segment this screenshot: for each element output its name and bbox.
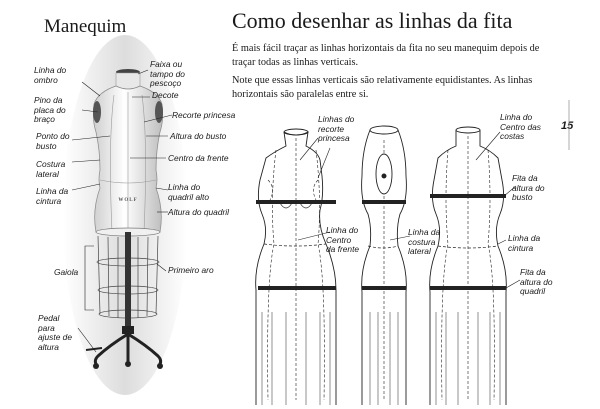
- label-diagram-centro-frente: Linha do Centro da frente: [326, 225, 360, 254]
- page-number: 15: [561, 120, 574, 132]
- label-ponto-busto: Ponto do busto: [36, 131, 70, 151]
- mannequin-photo: WOLF: [63, 35, 187, 395]
- label-gaiola: Gaiola: [54, 267, 79, 277]
- label-diagram-altura-quadril: Fita da altura do quadril: [520, 267, 553, 296]
- label-linha-ombro: Linha do ombro: [34, 65, 72, 85]
- label-altura-busto: Altura do busto: [170, 131, 227, 141]
- label-centro-frente: Centro da frente: [168, 153, 229, 163]
- label-diagram-recorte-princesa: Linhas do recorte princesa: [318, 114, 355, 143]
- label-faixa-pescoco: Faixa ou tampo do pescoço: [150, 59, 185, 88]
- label-diagram-costura-lateral: Linha da costura lateral: [408, 227, 441, 256]
- label-diagram-centro-costas: Linha do Centro das costas: [500, 112, 541, 141]
- label-costura-lateral: Costura lateral: [36, 159, 66, 179]
- diagram-leader-lines: [297, 131, 521, 289]
- photo-leader-lines: [71, 69, 173, 353]
- label-linha-ombro-text: Linha do ombro: [34, 65, 67, 85]
- paragraph-1: É mais fácil traçar as linhas horizontai…: [232, 43, 540, 68]
- dressform-side: [361, 125, 407, 405]
- label-pedal: Pedal para ajuste de altura: [38, 313, 72, 352]
- right-title: Como desenhar as linhas da fita: [232, 8, 513, 33]
- dressform-back: [429, 126, 507, 405]
- label-pino-braco: Pino da placa do braço: [34, 95, 66, 124]
- left-title: Manequim: [44, 16, 127, 37]
- dressform-front: [255, 128, 337, 405]
- label-decote: Decote: [152, 90, 179, 100]
- form-brand: WOLF: [118, 198, 137, 203]
- label-linha-cintura: Linha da cintura: [36, 186, 69, 206]
- label-diagram-cintura: Linha da cintura: [508, 233, 541, 253]
- label-primeiro-aro: Primeiro aro: [168, 265, 214, 275]
- label-altura-quadril: Altura do quadril: [168, 207, 229, 217]
- label-quadril-alto: Linha do quadril alto: [168, 182, 209, 202]
- label-diagram-altura-busto: Fita da altura do busto: [512, 173, 545, 202]
- label-recorte-princesa: Recorte princesa: [172, 110, 236, 120]
- paragraph-2: Note que essas linhas verticais são rela…: [232, 75, 533, 100]
